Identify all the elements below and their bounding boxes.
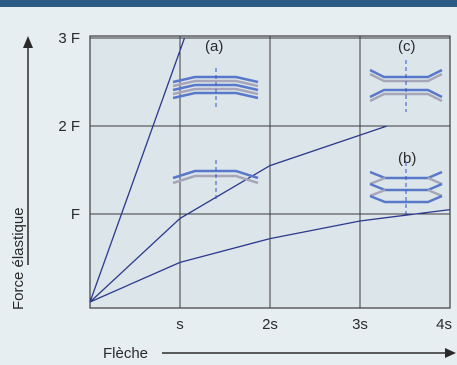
series-line-1 — [89, 37, 186, 303]
top-band — [0, 0, 457, 7]
x-tick-label: 2s — [262, 316, 278, 333]
series-line-2 — [89, 125, 388, 303]
panel-label-b: (b) — [398, 150, 416, 167]
y-axis-arrow-head — [23, 36, 33, 48]
y-axis-title: Force élastique — [10, 207, 27, 310]
x-tick-label: 3s — [352, 316, 368, 333]
spring-single-disc-a-icon — [172, 160, 259, 200]
panel-label-c: (c) — [398, 38, 416, 55]
x-axis-arrow-head — [445, 348, 456, 358]
series-line-3 — [89, 208, 451, 303]
y-tick-label: F — [71, 206, 80, 223]
panel-label-a: (a) — [205, 38, 223, 55]
y-tick-label: 3 F — [58, 30, 80, 47]
x-axis-title: Flèche — [103, 345, 148, 362]
x-tick-label: s — [176, 316, 184, 333]
x-tick-label: 4s — [436, 316, 452, 333]
tick-labels: s 2s 3s 4s F 2 F 3 F — [58, 30, 452, 333]
spring-opposed-stack-c-icon — [369, 60, 443, 112]
spring-stack-a-top-icon — [172, 68, 259, 108]
spring-alternating-b-icon — [369, 162, 443, 214]
y-tick-label: 2 F — [58, 118, 80, 135]
data-curves — [89, 37, 451, 303]
